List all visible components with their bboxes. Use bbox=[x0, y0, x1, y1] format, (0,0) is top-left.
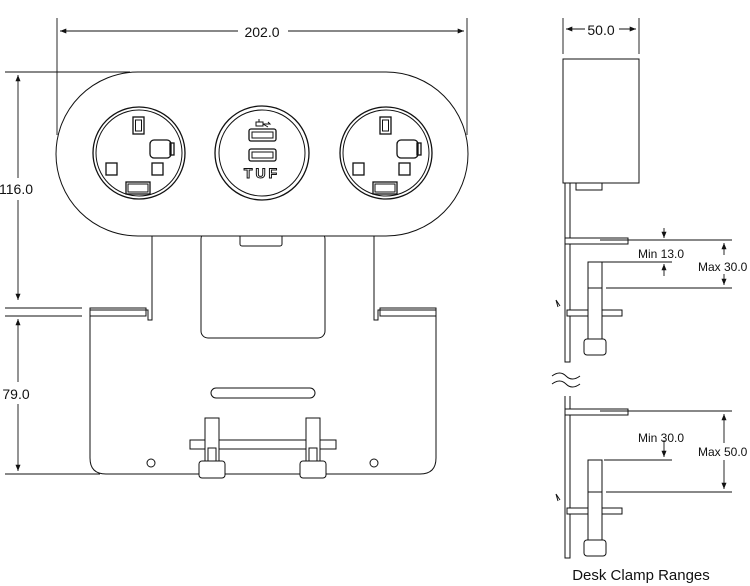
height-bottom-label: 79.0 bbox=[2, 386, 29, 402]
min-lower-label: Min 30.0 bbox=[638, 431, 684, 445]
min-upper-label: Min 13.0 bbox=[638, 247, 684, 261]
depth-dimension-label: 50.0 bbox=[587, 22, 614, 38]
max-lower-label: Max 50.0 bbox=[698, 445, 748, 459]
width-dimension-label: 202.0 bbox=[244, 24, 279, 40]
break-line-symbol bbox=[551, 372, 581, 388]
usb-port-top[interactable] bbox=[248, 128, 277, 142]
module-brand-label: TUF bbox=[244, 165, 280, 181]
socket-housing bbox=[55, 71, 469, 237]
width-dimension: 202.0 bbox=[56, 18, 468, 135]
max-upper-label: Max 30.0 bbox=[698, 260, 748, 274]
height-dimensions: 116.0 79.0 bbox=[0, 71, 130, 475]
clamp-range-lower: Min 30.0 Max 50.0 bbox=[555, 396, 748, 559]
usb-port-bottom[interactable] bbox=[248, 148, 277, 162]
diagram-caption: Desk Clamp Ranges bbox=[572, 567, 710, 584]
uk-socket-left[interactable] bbox=[92, 106, 186, 200]
side-view: 50.0 Min 13.0 Max 30.0 bbox=[551, 18, 748, 584]
usb-logo-icon bbox=[255, 119, 272, 128]
uk-socket-right[interactable] bbox=[339, 106, 433, 200]
mounting-hole-left bbox=[146, 458, 156, 468]
height-top-label: 116.0 bbox=[0, 181, 33, 197]
depth-dimension: 50.0 bbox=[562, 18, 640, 54]
clamp-range-upper: Min 13.0 Max 30.0 bbox=[555, 183, 748, 363]
mounting-bracket bbox=[89, 227, 437, 475]
desk-clamp bbox=[189, 417, 337, 479]
front-view: 202.0 116.0 79.0 bbox=[0, 18, 469, 479]
usb-charging-module[interactable]: TUF bbox=[214, 105, 310, 201]
mounting-hole-right bbox=[369, 458, 379, 468]
bracket-slot bbox=[210, 387, 316, 399]
